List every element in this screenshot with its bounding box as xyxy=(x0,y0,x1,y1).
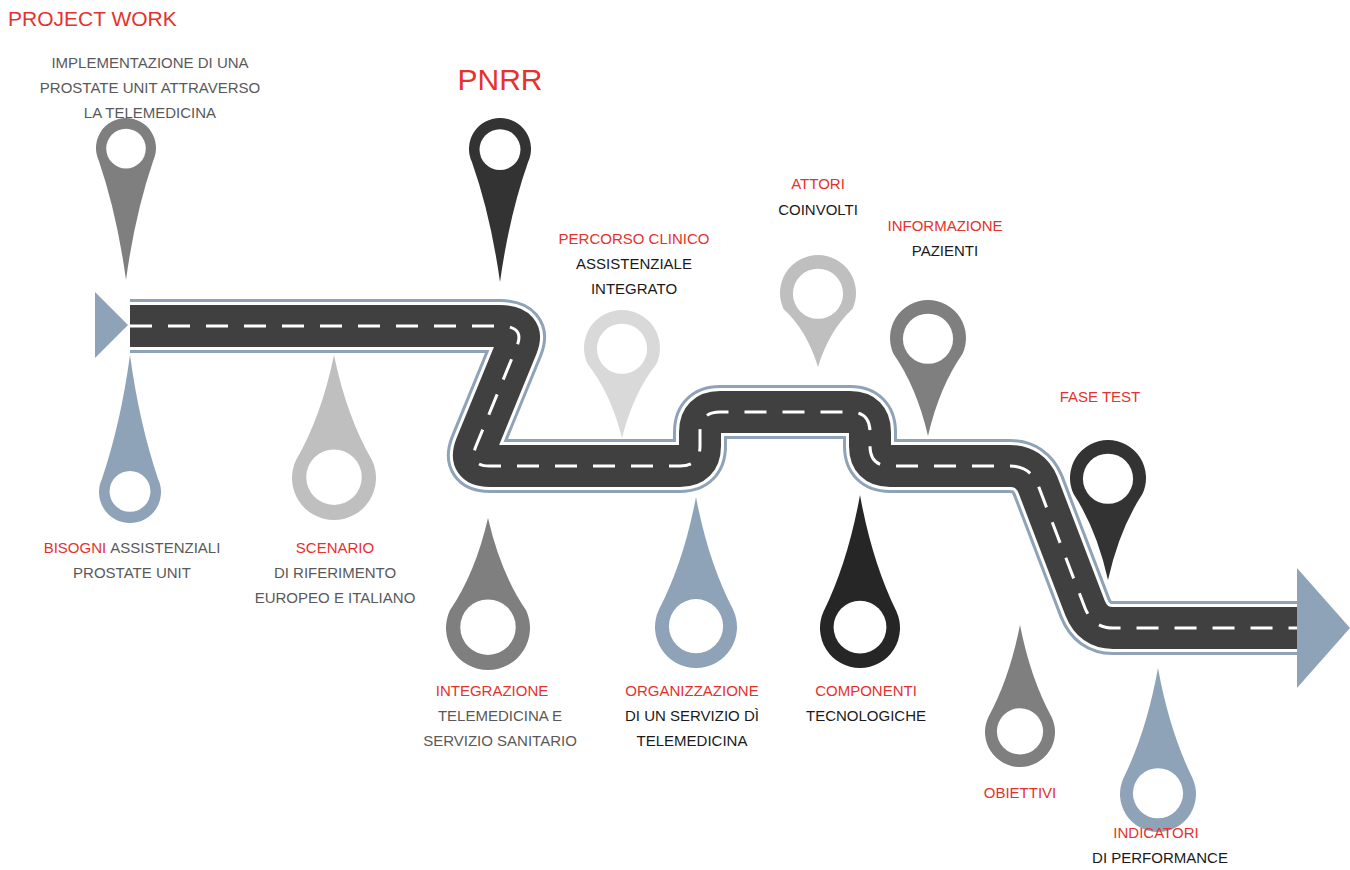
pin-body xyxy=(469,118,531,282)
map-pin: PNRR xyxy=(469,118,531,282)
map-pin: ORGANIZZAZIONEDI UN SERVIZIO DÌ TELEMEDI… xyxy=(655,497,737,668)
pin-shape xyxy=(1070,440,1146,580)
map-pin: ATTORICOINVOLTI xyxy=(780,255,856,367)
pin-body xyxy=(446,518,530,670)
map-pin: COMPONENTITECNOLOGICHE xyxy=(820,495,900,668)
pin-description: DI UN SERVIZIO DÌ TELEMEDICINA xyxy=(612,703,772,753)
map-pin: SCENARIODI RIFERIMENTO EUROPEO E ITALIAN… xyxy=(292,355,376,520)
pin-shape xyxy=(890,300,966,436)
pin-shape xyxy=(780,255,856,367)
map-pin: OBIETTIVI xyxy=(985,625,1055,767)
map-pin: INFORMAZIONEPAZIENTI xyxy=(890,300,966,436)
pin-body xyxy=(1070,440,1146,580)
pin-heading: ATTORI xyxy=(758,171,878,196)
pin-hole xyxy=(306,449,361,504)
pin-heading: PERCORSO CLINICO xyxy=(544,226,724,251)
road-end-arrow xyxy=(1297,568,1350,688)
pin-description: DI PERFORMANCE xyxy=(1080,845,1240,870)
map-pin: INDICATORIDI PERFORMANCE xyxy=(1120,668,1196,832)
pin-body xyxy=(1120,668,1196,832)
pin-description: IMPLEMENTAZIONE DI UNA PROSTATE UNIT ATT… xyxy=(31,50,269,125)
pin-body xyxy=(890,300,966,436)
pin-heading: SCENARIO xyxy=(248,535,423,560)
pin-description: ASSISTENZIALE INTEGRATO xyxy=(564,251,704,301)
pin-hole xyxy=(1133,768,1183,818)
pin-description: DI RIFERIMENTO EUROPEO E ITALIANO xyxy=(248,560,423,610)
map-pin: PERCORSO CLINICOASSISTENZIALE INTEGRATO xyxy=(584,310,660,438)
pin-description: COINVOLTI xyxy=(758,197,878,222)
pin-hole xyxy=(480,129,521,170)
pin-heading: INDICATORI xyxy=(1086,820,1226,845)
pin-hole xyxy=(997,708,1043,754)
pin-body xyxy=(292,355,376,520)
pin-heading: BISOGNI xyxy=(44,539,107,556)
pin-shape xyxy=(655,497,737,668)
map-pin: BISOGNIASSISTENZIALI PROSTATE UNIT xyxy=(99,355,161,523)
pin-heading: PROJECT WORK xyxy=(8,6,228,31)
pin-heading: INFORMAZIONE xyxy=(870,213,1020,238)
pin-hole xyxy=(460,599,515,654)
pin-heading: INTEGRAZIONE xyxy=(402,678,582,703)
pin-body xyxy=(820,495,900,668)
pin-description: PAZIENTI xyxy=(870,238,1020,263)
pin-body xyxy=(99,355,161,523)
pin-label: BISOGNIASSISTENZIALI PROSTATE UNIT xyxy=(27,535,237,585)
pin-body xyxy=(655,497,737,668)
pin-hole xyxy=(1083,454,1133,504)
pin-description: TECNOLOGICHE xyxy=(796,703,936,728)
pin-body xyxy=(780,255,856,367)
pin-heading: COMPONENTI xyxy=(796,678,936,703)
pin-hole xyxy=(669,599,723,653)
pin-shape xyxy=(96,118,156,280)
pin-heading: FASE TEST xyxy=(1040,384,1160,409)
pin-hole xyxy=(597,324,647,374)
road-start-arrow xyxy=(95,292,128,358)
map-pin: PROJECT WORKIMPLEMENTAZIONE DI UNA PROST… xyxy=(96,118,156,280)
map-pin: INTEGRAZIONETELEMEDICINA E SERVIZIO SANI… xyxy=(446,518,530,670)
pin-body xyxy=(985,625,1055,767)
pin-shape xyxy=(1120,668,1196,832)
pin-shape xyxy=(985,625,1055,767)
pin-heading: PNRR xyxy=(440,62,560,98)
pin-hole xyxy=(903,314,953,364)
pin-shape xyxy=(584,310,660,438)
pin-description: TELEMEDICINA E SERVIZIO SANITARIO xyxy=(410,703,590,753)
pin-hole xyxy=(793,269,843,319)
pin-body xyxy=(584,310,660,438)
pin-hole xyxy=(106,129,146,169)
pin-shape xyxy=(820,495,900,668)
pin-hole xyxy=(834,601,887,654)
map-pin: FASE TEST xyxy=(1070,440,1146,580)
pin-shape xyxy=(99,355,161,523)
pin-heading: OBIETTIVI xyxy=(960,780,1080,805)
pin-heading: ORGANIZZAZIONE xyxy=(607,678,777,703)
pin-shape xyxy=(292,355,376,520)
pin-shape xyxy=(446,518,530,670)
pin-hole xyxy=(110,471,151,512)
pin-shape xyxy=(469,118,531,282)
pin-body xyxy=(96,118,156,280)
